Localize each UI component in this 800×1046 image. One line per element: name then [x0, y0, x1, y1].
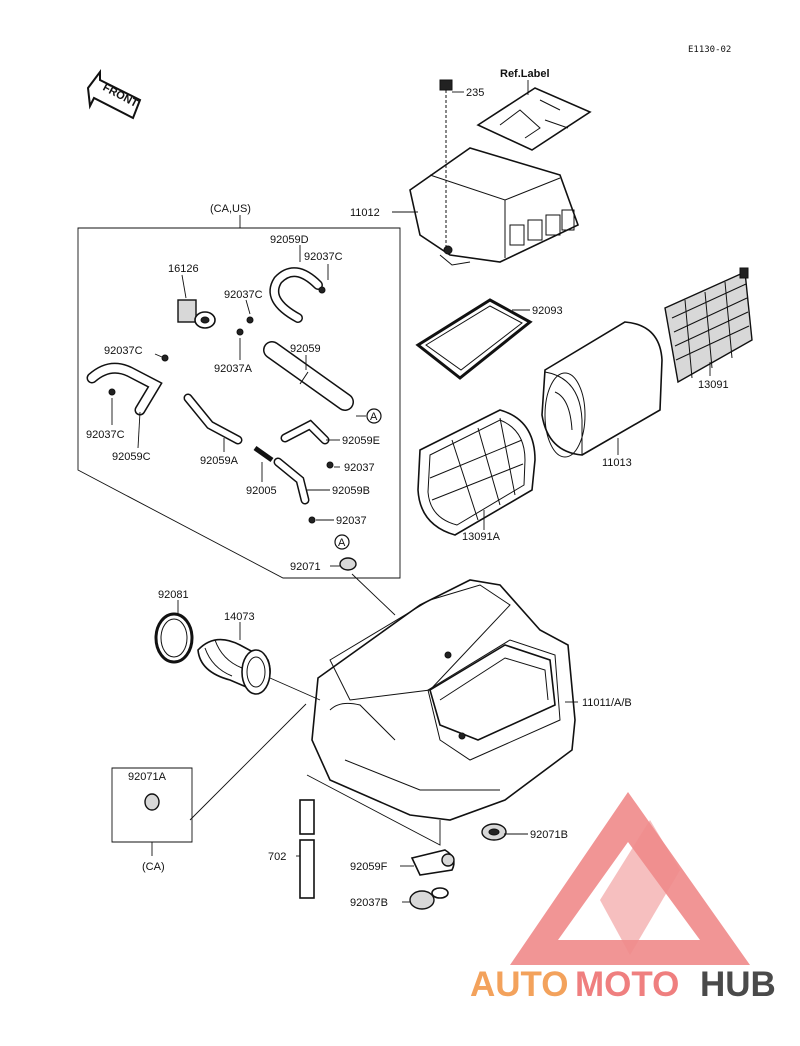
air-cleaner-housing-11011 [311, 579, 576, 821]
svg-text:A: A [338, 537, 346, 549]
watermark-moto: MOTO [575, 965, 679, 1004]
ca-us-title: (CA,US) [210, 203, 251, 215]
grommet-92071b [481, 823, 507, 841]
label-702: 702 [268, 851, 286, 863]
element-frame-13091 [664, 267, 753, 384]
o-ring-92081 [154, 612, 194, 664]
part-labels: 235 Ref.Label 11012 92093 13091 11013 13… [86, 68, 729, 909]
label-235: 235 [466, 87, 484, 99]
evap-hoses [86, 267, 354, 524]
label-92059d: 92059D [270, 234, 309, 246]
drain-cap-92059f [410, 849, 455, 876]
element-frame-13091a [417, 409, 536, 536]
label-92071: 92071 [290, 561, 321, 573]
label-92037c-low: 92037C [86, 429, 125, 441]
label-92037a: 92037A [214, 363, 253, 375]
ca-us-box: (CA,US) [77, 203, 401, 579]
label-92059: 92059 [290, 343, 321, 355]
label-92093: 92093 [532, 305, 563, 317]
label-92071a: 92071A [128, 771, 167, 783]
watermark-auto: AUTO [470, 965, 569, 1004]
label-92059c: 92059C [112, 451, 151, 463]
label-92037c-left: 92037C [104, 345, 143, 357]
label-92059b: 92059B [332, 485, 370, 497]
leader-lines [111, 80, 711, 903]
label-11011: 11011/A/B [582, 697, 632, 709]
watermark-logo: AUTO MOTO HUB [470, 792, 776, 1004]
watermark-hub: HUB [700, 965, 776, 1004]
clamp-92037b [409, 887, 449, 910]
label-13091: 13091 [698, 379, 729, 391]
label-92059a: 92059A [200, 455, 239, 467]
label-11013: 11013 [602, 457, 632, 469]
ca-box: (CA) [111, 703, 307, 873]
intake-duct-14073 [197, 638, 271, 695]
label-14073: 14073 [224, 611, 255, 623]
front-arrow-icon: FRONT [86, 69, 142, 120]
label-92037b: 92037B [350, 897, 388, 909]
grommet-92071 [339, 557, 357, 571]
air-cleaner-cover-11012 [409, 147, 579, 266]
label-92037c-mid: 92037C [224, 289, 263, 301]
label-92037-2: 92037 [336, 515, 367, 527]
label-92071b: 92071B [530, 829, 568, 841]
ca-title: (CA) [142, 861, 165, 873]
label-92059e: 92059E [342, 435, 380, 447]
reference-label-decal [476, 87, 592, 151]
label-13091a: 13091A [462, 531, 501, 543]
label-92059f: 92059F [350, 861, 388, 873]
gasket-92093 [415, 298, 533, 380]
label-92005: 92005 [246, 485, 277, 497]
label-92081: 92081 [158, 589, 189, 601]
label-92037c-top: 92037C [304, 251, 343, 263]
marker-a-upper: A [366, 408, 382, 424]
bolt-235 [439, 79, 453, 250]
label-ref: Ref.Label [500, 68, 550, 80]
label-16126: 16126 [168, 263, 199, 275]
label-92037-1: 92037 [344, 462, 375, 474]
svg-text:A: A [370, 411, 378, 423]
marker-a-lower: A [334, 534, 350, 550]
diagram-code: E1130-02 [688, 45, 731, 55]
label-11012: 11012 [350, 207, 380, 219]
air-filter-element-11013 [541, 321, 663, 458]
drain-tube-702 [299, 774, 441, 899]
